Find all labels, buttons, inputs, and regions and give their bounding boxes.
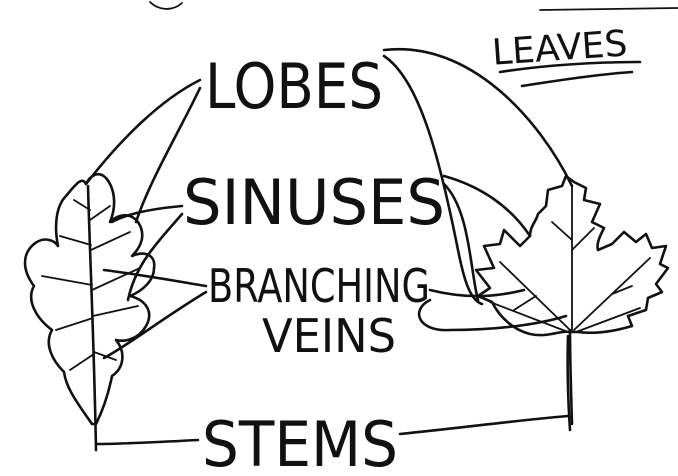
- oak-vein-3: [60, 236, 91, 245]
- label-branching: BRANCHING: [208, 259, 430, 313]
- label-stems: STEMS: [202, 408, 398, 476]
- connector-stems-maple: [400, 416, 568, 434]
- maple-vein-c: [514, 296, 536, 310]
- oak-leaf: [25, 174, 154, 450]
- oak-vein-9: [70, 354, 94, 370]
- maple-vein-b: [572, 228, 594, 250]
- top-edge-line: [540, 8, 678, 10]
- top-edge-scribble: [150, 2, 182, 9]
- connector-sinuses-maple-2: [444, 184, 478, 300]
- maple-vein-a: [552, 222, 572, 240]
- maple-leaf-stem: [570, 330, 572, 424]
- connector-stems-oak: [96, 440, 198, 444]
- connector-sinuses-oak-2: [128, 214, 182, 300]
- label-sinuses: SINUSES: [183, 166, 445, 239]
- connector-veins-oak-2: [104, 292, 206, 358]
- label-lobes: LOBES: [205, 50, 383, 123]
- oak-vein-5: [42, 276, 92, 285]
- maple-leaf: [476, 176, 668, 430]
- oak-vein-4: [91, 232, 130, 250]
- oak-vein-8: [93, 306, 138, 316]
- label-veins: VEINS: [262, 309, 396, 363]
- oak-vein-7: [56, 318, 93, 330]
- oak-vein-2: [90, 206, 110, 220]
- title-underline-2: [522, 72, 632, 86]
- connector-sinuses-oak-1: [112, 206, 182, 222]
